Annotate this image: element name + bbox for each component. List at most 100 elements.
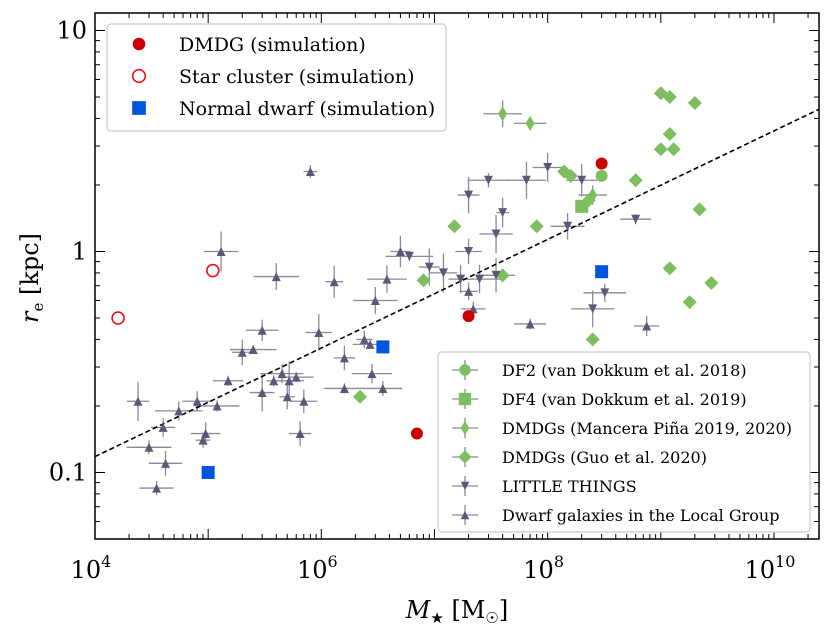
legend-label: DMDGs (Guo et al. 2020) bbox=[502, 448, 707, 467]
point-dwarf-galaxies-in-the-local-group bbox=[152, 483, 162, 493]
point-dwarf-galaxies-in-the-local-group bbox=[144, 442, 154, 452]
legend-label: Dwarf galaxies in the Local Group bbox=[502, 506, 779, 525]
point-dmdgs-guo-et-al-2020 bbox=[704, 276, 719, 291]
x-tick-label: 104 bbox=[71, 552, 112, 584]
point-dwarf-galaxies-in-the-local-group bbox=[257, 388, 267, 398]
point-dmdg-simulation bbox=[410, 427, 423, 440]
point-little-things bbox=[631, 214, 641, 224]
point-dwarf-galaxies-in-the-local-group bbox=[365, 339, 375, 349]
legend-marker bbox=[131, 68, 147, 84]
point-dwarf-galaxies-in-the-local-group bbox=[257, 325, 267, 335]
point-dwarf-galaxies-in-the-local-group bbox=[277, 369, 287, 379]
point-little-things bbox=[600, 288, 610, 298]
point-dwarf-galaxies-in-the-local-group bbox=[329, 277, 339, 287]
point-little-things bbox=[588, 304, 598, 314]
point-dwarf-galaxies-in-the-local-group bbox=[295, 429, 305, 439]
point-dwarf-galaxies-in-the-local-group bbox=[359, 334, 369, 344]
point-dwarf-galaxies-in-the-local-group bbox=[216, 246, 226, 256]
point-dmdgs-guo-et-al-2020 bbox=[662, 90, 677, 105]
point-little-things bbox=[491, 229, 501, 239]
point-little-things bbox=[464, 246, 474, 256]
point-little-things bbox=[577, 175, 587, 185]
legend-layer: DMDG (simulation) Star cluster (simulatio… bbox=[106, 23, 811, 533]
point-dmdg-simulation bbox=[462, 310, 475, 323]
point-dmdgs-guo-et-al-2020 bbox=[585, 332, 600, 347]
point-dmdgs-guo-et-al-2020 bbox=[662, 261, 677, 276]
point-dwarf-galaxies-in-the-local-group bbox=[525, 319, 535, 329]
point-dmdgs-guo-et-al-2020 bbox=[353, 389, 368, 404]
legend-label: DMDG (simulation) bbox=[179, 34, 366, 56]
point-dmdgs-guo-et-al-2020 bbox=[529, 219, 544, 234]
point-dwarf-galaxies-in-the-local-group bbox=[464, 286, 474, 296]
legend-marker bbox=[460, 510, 470, 520]
legend-marker bbox=[459, 364, 471, 376]
point-dwarf-galaxies-in-the-local-group bbox=[269, 376, 279, 386]
legend-label: Normal dwarf (simulation) bbox=[179, 98, 435, 120]
point-dmdgs-guo-et-al-2020 bbox=[628, 173, 643, 188]
point-normal-dwarf-simulation bbox=[595, 265, 609, 279]
point-dmdgs-guo-et-al-2020 bbox=[581, 193, 596, 208]
legend-label: Star cluster (simulation) bbox=[179, 66, 415, 88]
point-dmdgs-guo-et-al-2020 bbox=[653, 142, 668, 157]
point-dmdgs-guo-et-al-2020 bbox=[563, 168, 578, 183]
legend-marker bbox=[460, 481, 470, 491]
point-dwarf-galaxies-in-the-local-group bbox=[161, 458, 171, 468]
point-dmdgs-guo-et-al-2020 bbox=[687, 95, 702, 110]
point-dwarf-galaxies-in-the-local-group bbox=[291, 372, 301, 382]
point-normal-dwarf-simulation bbox=[201, 465, 215, 479]
y-tick-label: 10 bbox=[56, 16, 87, 44]
point-dmdgs-guo-et-al-2020 bbox=[692, 202, 707, 217]
point-little-things bbox=[456, 274, 466, 284]
data-layer bbox=[95, 86, 819, 496]
point-dwarf-galaxies-in-the-local-group bbox=[212, 401, 222, 411]
point-dmdgs-guo-et-al-2020 bbox=[662, 127, 677, 142]
point-dwarf-galaxies-in-the-local-group bbox=[339, 353, 349, 363]
point-little-things bbox=[521, 175, 531, 185]
point-dmdgs-guo-et-al-2020 bbox=[447, 219, 462, 234]
point-little-things bbox=[498, 208, 508, 218]
legend-box-observations bbox=[437, 351, 811, 533]
point-dmdgs-guo-et-al-2020 bbox=[666, 142, 681, 157]
point-little-things bbox=[475, 274, 485, 284]
legend-marker bbox=[458, 450, 472, 464]
point-normal-dwarf-simulation bbox=[376, 340, 390, 354]
point-dmdgs-guo-et-al-2020 bbox=[416, 273, 431, 288]
point-little-things bbox=[483, 175, 493, 185]
x-tick-label: 1010 bbox=[745, 552, 796, 584]
point-little-things bbox=[491, 270, 501, 280]
legend-marker bbox=[460, 420, 470, 436]
point-dwarf-galaxies-in-the-local-group bbox=[282, 392, 292, 402]
point-dmdgs-guo-et-al-2020 bbox=[682, 295, 697, 310]
point-little-things bbox=[563, 221, 573, 231]
point-dwarf-galaxies-in-the-local-group bbox=[198, 435, 208, 445]
point-dwarf-galaxies-in-the-local-group bbox=[248, 345, 258, 355]
point-dwarf-galaxies-in-the-local-group bbox=[158, 422, 168, 432]
legend-box-simulation bbox=[106, 23, 447, 132]
point-dwarf-galaxies-in-the-local-group bbox=[314, 327, 324, 337]
point-df2-van-dokkum-et-al-2018 bbox=[595, 169, 608, 182]
point-dwarf-galaxies-in-the-local-group bbox=[201, 429, 211, 439]
point-dwarf-galaxies-in-the-local-group bbox=[642, 321, 652, 331]
point-dwarf-galaxies-in-the-local-group bbox=[378, 383, 388, 393]
legend-label: LITTLE THINGS bbox=[502, 477, 637, 496]
point-dwarf-galaxies-in-the-local-group bbox=[192, 396, 202, 406]
point-star-cluster-simulation bbox=[206, 263, 220, 278]
legend-marker bbox=[132, 101, 146, 115]
point-dwarf-galaxies-in-the-local-group bbox=[305, 167, 315, 177]
x-tick-label: 106 bbox=[297, 552, 338, 584]
point-dwarf-galaxies-in-the-local-group bbox=[367, 369, 377, 379]
y-tick-label: 1 bbox=[72, 237, 87, 265]
point-little-things bbox=[438, 268, 448, 278]
legend-label: DF4 (van Dokkum et al. 2019) bbox=[502, 390, 747, 409]
y-axis-label: re [kpc] bbox=[16, 233, 47, 323]
point-dwarf-galaxies-in-the-local-group bbox=[370, 296, 380, 306]
point-dmdg-simulation bbox=[595, 157, 608, 170]
point-dwarf-galaxies-in-the-local-group bbox=[271, 272, 281, 282]
x-axis-label: M★ [M☉] bbox=[405, 596, 508, 627]
legend-marker bbox=[132, 37, 146, 51]
point-dwarf-galaxies-in-the-local-group bbox=[174, 406, 184, 416]
plot-frame bbox=[94, 12, 820, 540]
x-tick-label: 108 bbox=[523, 552, 564, 584]
